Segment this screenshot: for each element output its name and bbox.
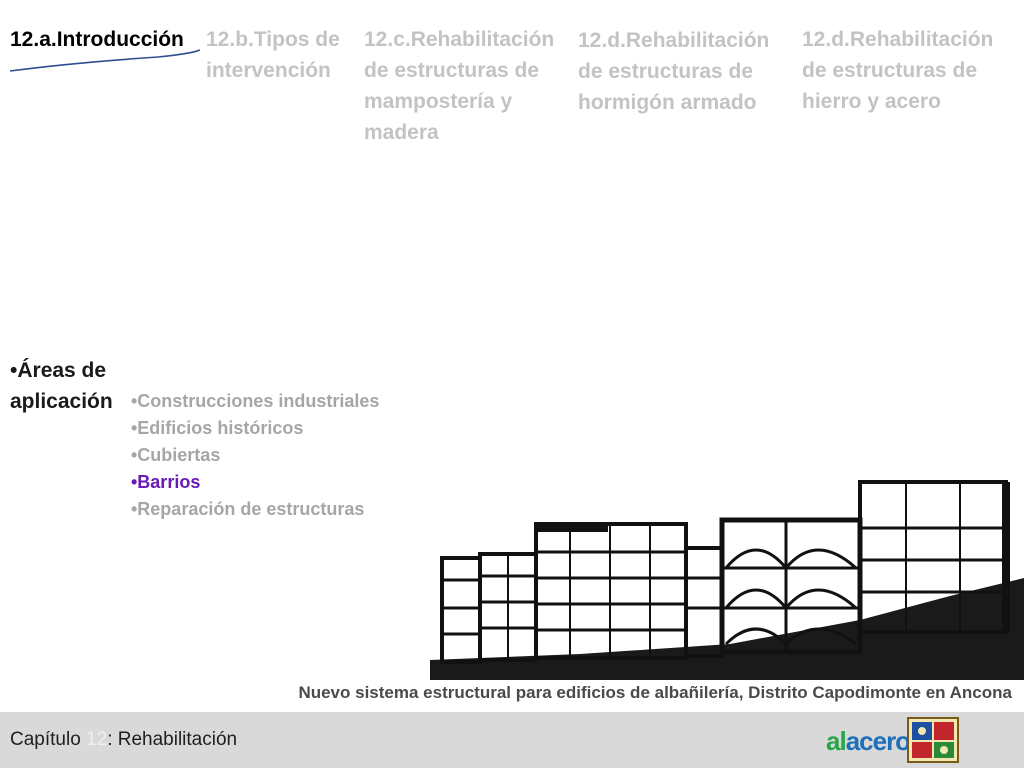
list-item-highlighted: •Barrios xyxy=(131,472,201,492)
building-section-drawing xyxy=(430,480,1024,680)
figure-caption: Nuevo sistema estructural para edificios… xyxy=(298,683,1012,702)
areas-heading: •Áreas de aplicación xyxy=(10,359,113,413)
chapter-number: 12 xyxy=(86,729,108,750)
chapter-suffix: : Rehabilitación xyxy=(107,729,238,750)
tab-tipos-intervencion[interactable]: 12.b.Tipos de intervención xyxy=(206,28,340,82)
tab-rehab-hormigon[interactable]: 12.d.Rehabilitación de estructuras de ho… xyxy=(578,29,770,114)
chapter-label: Capítulo 12: Rehabilitación xyxy=(10,729,237,751)
chapter-prefix: Capítulo xyxy=(10,729,87,750)
tab-introduccion[interactable]: 12.a.Introducción xyxy=(10,28,184,51)
list-item: •Construcciones industriales xyxy=(131,391,380,411)
tab-rehab-hierro-acero[interactable]: 12.d.Rehabilitación de estructuras de hi… xyxy=(802,28,994,113)
university-shield-icon xyxy=(907,717,959,763)
list-item: •Cubiertas xyxy=(131,445,221,465)
areas-list: •Construcciones industriales •Edificios … xyxy=(131,388,379,523)
logo-part1: al xyxy=(826,726,847,756)
list-item: •Reparación de estructuras xyxy=(131,499,365,519)
tab-rehab-mamposteria[interactable]: 12.c.Rehabilitación de estructuras de ma… xyxy=(364,28,555,144)
logo-part2: acero xyxy=(845,726,911,756)
active-tab-underline xyxy=(9,49,201,72)
list-item: •Edificios históricos xyxy=(131,418,304,438)
footer-bar: Capítulo 12: Rehabilitación alacero xyxy=(0,712,1024,768)
alacero-logo: alacero xyxy=(826,726,911,757)
